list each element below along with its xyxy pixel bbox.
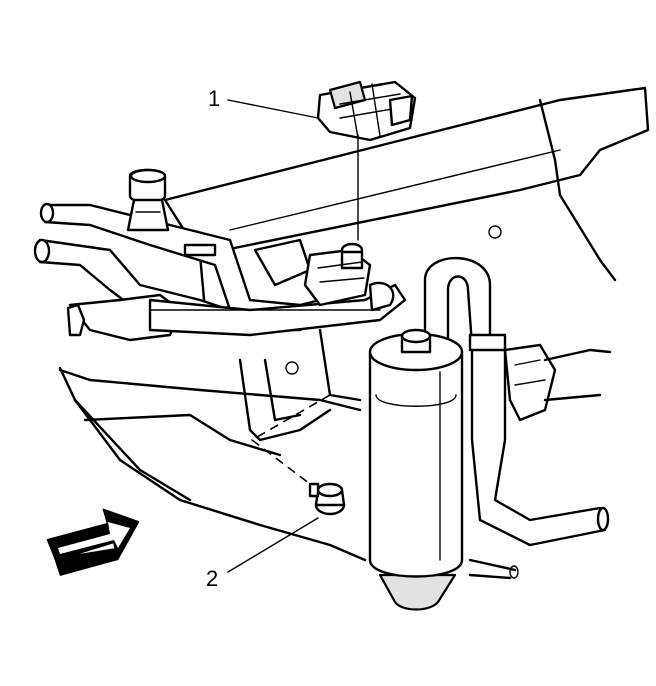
lower-frame — [58, 328, 519, 580]
electrical-connector — [316, 80, 417, 142]
leader-lines — [227, 99, 359, 573]
hose-loop — [423, 256, 610, 547]
valve-fitting — [126, 168, 170, 232]
right-bracket — [503, 343, 612, 422]
callout-1-label: 1 — [208, 86, 220, 111]
callout-2-label: 2 — [206, 566, 218, 591]
evap-canister — [368, 328, 464, 611]
front-direction-arrow — [46, 508, 140, 576]
frame-rail — [163, 86, 650, 312]
solenoid-valve — [253, 238, 395, 312]
fuel-lines — [33, 202, 407, 342]
mounting-bolt — [308, 482, 346, 516]
